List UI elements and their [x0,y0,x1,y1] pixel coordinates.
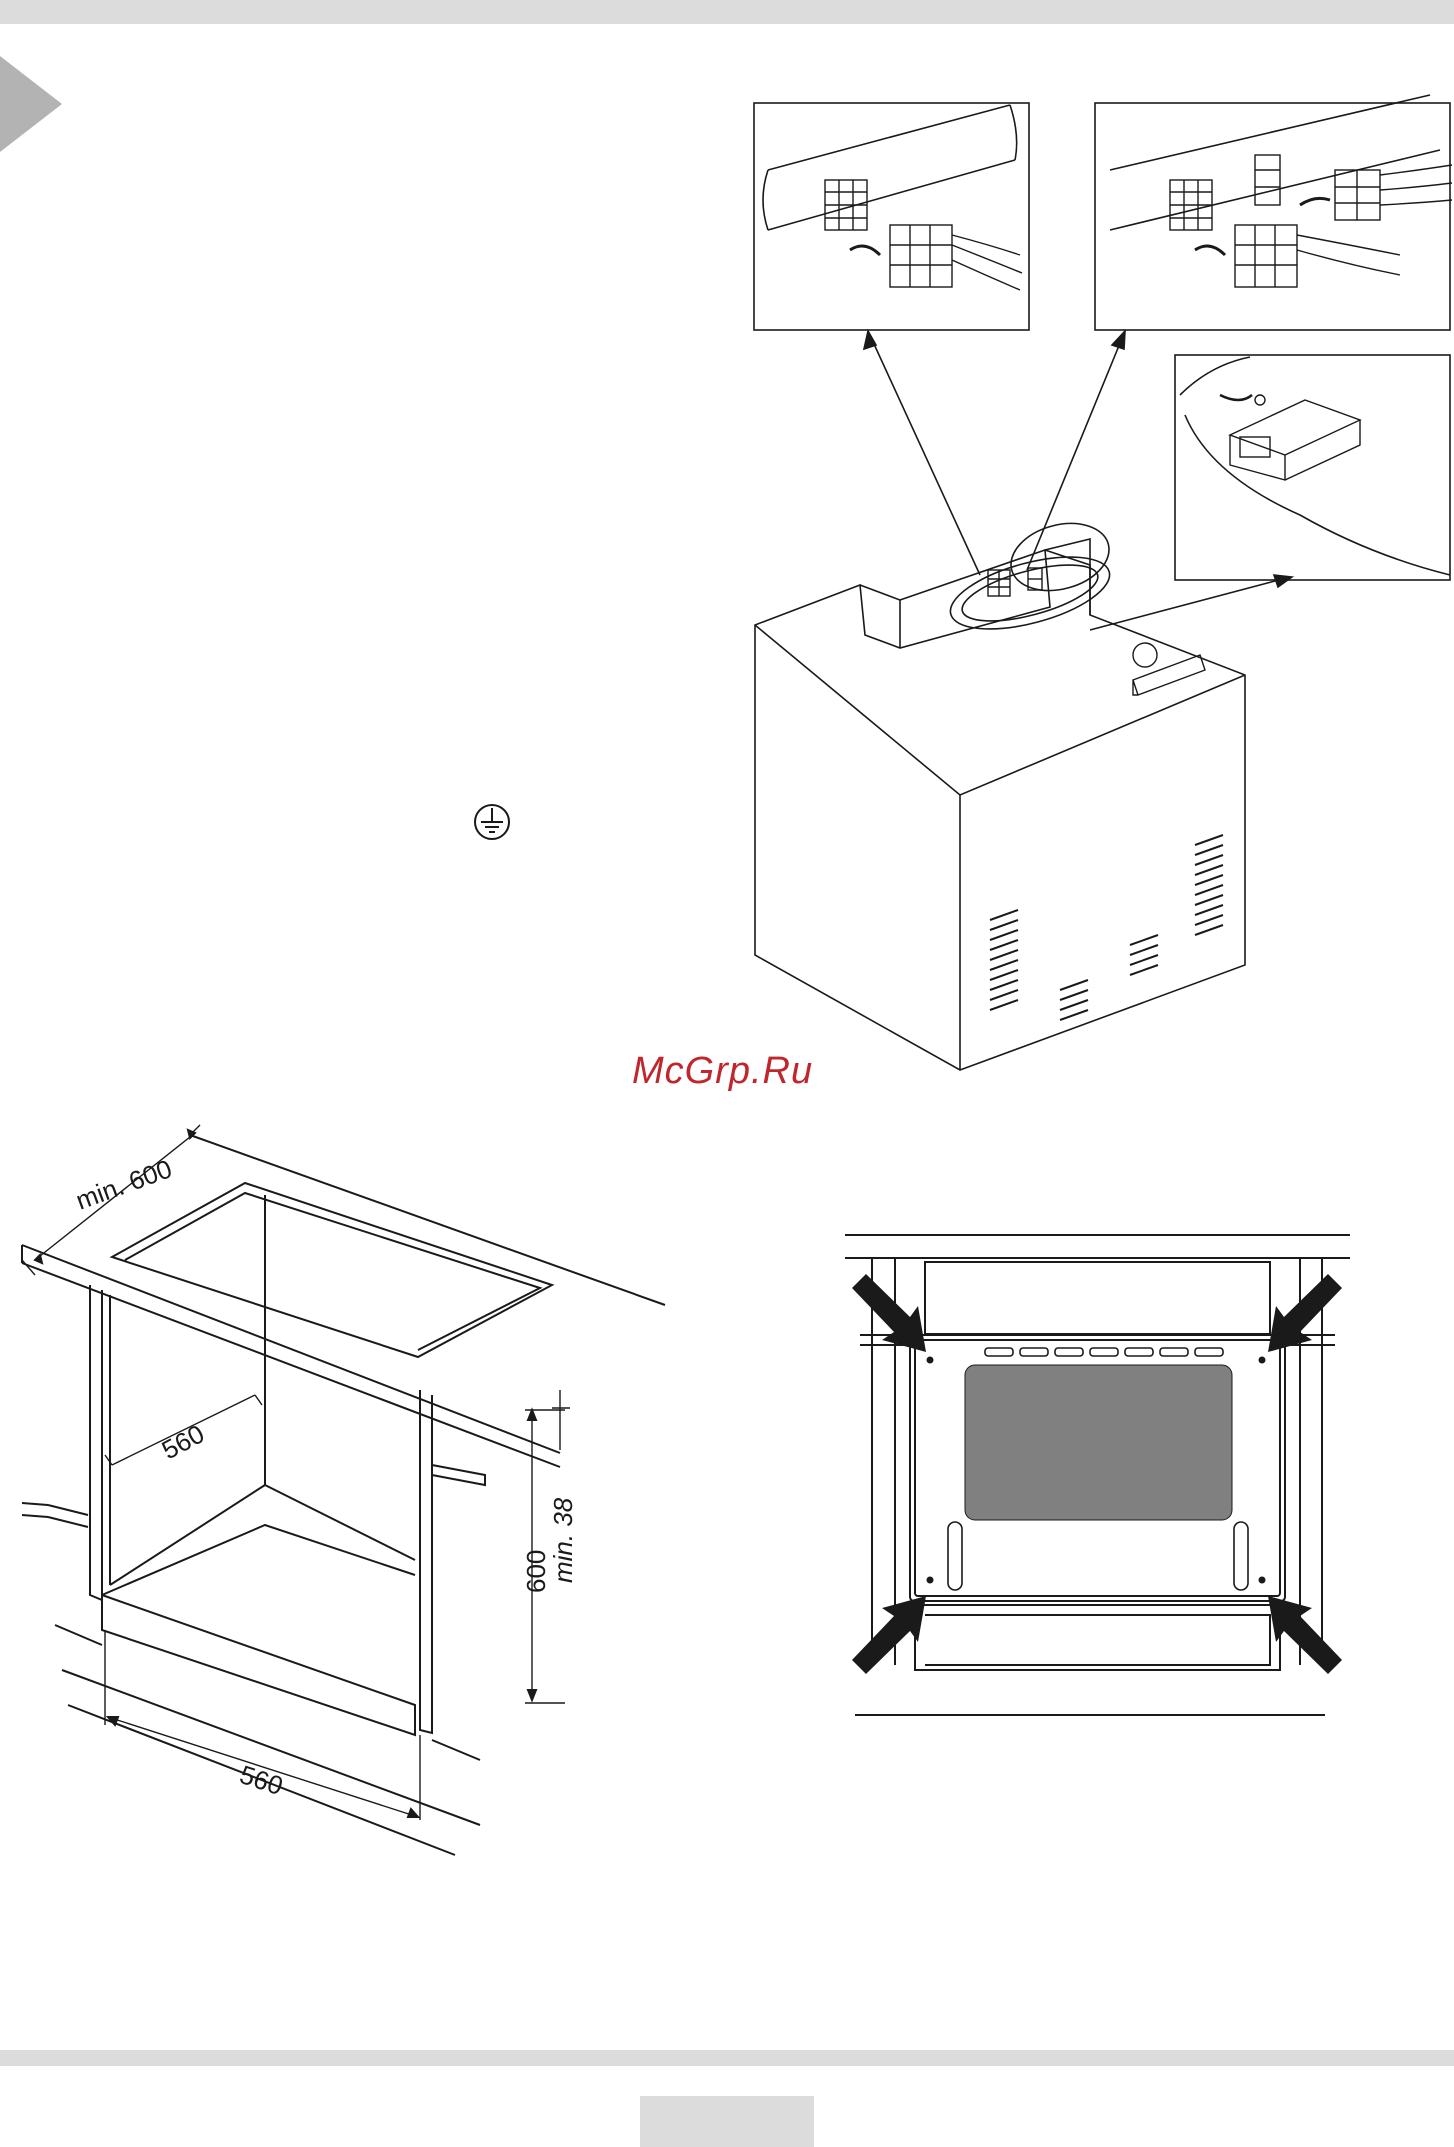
oven-door-window [965,1365,1232,1520]
installation-niche-diagram: min. 600 560 600 min. 38 560 [0,1105,700,1865]
bottom-footer-band [0,2050,1454,2066]
inset-terminal-box [1175,355,1450,580]
watermark-text: McGrp.Ru [632,1050,813,1093]
earth-ground-icon [472,802,512,842]
dim-depth-min-label: min. 600 [72,1153,176,1215]
dim-gap-min-label: min. 38 [548,1497,578,1583]
oven-fixing-diagram [830,1210,1360,1740]
oven-connection-diagram [740,95,1454,1085]
oven-body [755,513,1245,1070]
top-header-band [0,0,1454,24]
inset-single-connector [754,103,1029,330]
inset-double-connector [1095,95,1452,330]
page-number-tab [640,2096,814,2147]
dim-inner-depth-label: 560 [157,1418,209,1465]
dim-height-label: 600 [521,1550,551,1593]
section-marker-triangle-icon [0,56,62,152]
ventilation-slots [990,835,1223,1020]
dim-width-label: 560 [236,1759,287,1801]
